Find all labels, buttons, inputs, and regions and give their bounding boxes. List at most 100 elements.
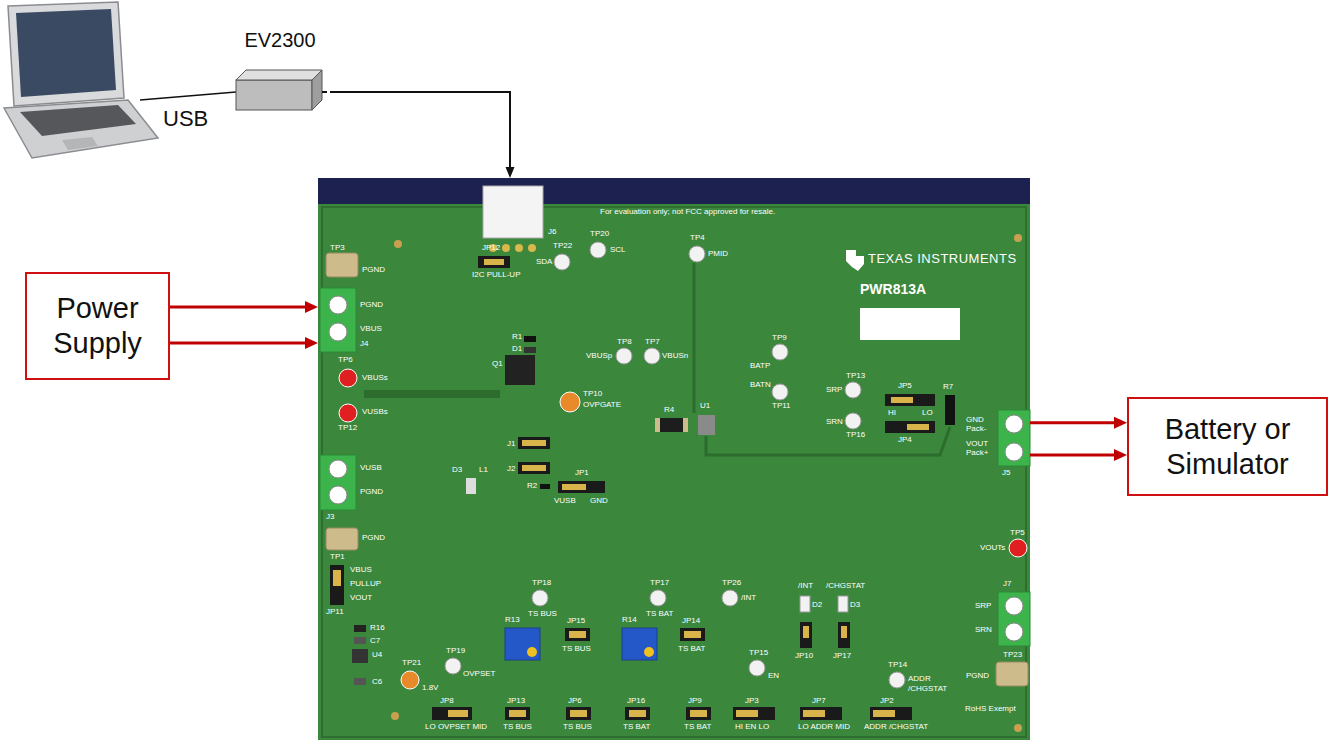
silkscreen-label: SRN: [826, 418, 843, 426]
silkscreen-label: C6: [372, 678, 382, 686]
connector-line: [330, 92, 510, 167]
silkscreen-label: J5: [1002, 469, 1010, 477]
silkscreen-label: TP18: [532, 579, 551, 587]
silkscreen-label: TP21: [402, 659, 421, 667]
silkscreen-label: TP7: [645, 338, 660, 346]
silkscreen-label: U1: [700, 402, 710, 410]
silkscreen-label: TP16: [846, 431, 865, 439]
silkscreen-label: JP15: [567, 617, 585, 625]
silkscreen-label: VUSB: [554, 497, 576, 505]
silkscreen-label: TP12: [338, 424, 357, 432]
adapter-box: EV2300: [230, 26, 330, 118]
silkscreen-label: R14: [622, 616, 637, 624]
silkscreen-label: D3: [452, 466, 462, 474]
box-label: Battery or Simulator: [1133, 412, 1322, 482]
box-label: EV2300: [230, 28, 330, 52]
silkscreen-label: SCL: [610, 246, 626, 254]
silkscreen-label: TP6: [338, 356, 353, 364]
silkscreen-label: Pack+: [966, 449, 988, 457]
silkscreen-label: TS BAT: [623, 723, 650, 731]
silkscreen-label: LO: [922, 409, 933, 417]
arrow-head: [1114, 417, 1127, 429]
arrow-head: [305, 337, 318, 349]
silkscreen-label: TP1: [330, 553, 345, 561]
silkscreen-label: LO OVPSET MID: [425, 723, 487, 731]
silkscreen-label: JP14: [682, 617, 700, 625]
silkscreen-label: JP2: [880, 697, 894, 705]
silkscreen-label: TP19: [446, 647, 465, 655]
silkscreen-label: JP1: [575, 469, 589, 477]
connector-arrow: [1030, 449, 1127, 461]
silkscreen-label: VBUSn: [662, 352, 688, 360]
silkscreen-label: OVPSET: [463, 670, 495, 678]
connector-line: [170, 341, 305, 344]
silkscreen-label: JP12: [482, 244, 500, 252]
silkscreen-label: PGND: [966, 672, 989, 680]
silkscreen-label: R7: [943, 383, 953, 391]
silkscreen-label: TP4: [690, 234, 705, 242]
silkscreen-label: R2: [527, 482, 537, 490]
silkscreen-label: TS BAT: [646, 610, 673, 618]
silkscreen-label: OVPGATE: [583, 401, 621, 409]
usb-cable: [140, 92, 236, 100]
silkscreen-label: Q1: [492, 360, 503, 368]
silkscreen-label: JP16: [627, 697, 645, 705]
silkscreen-label: /CHGSTAT: [826, 582, 865, 590]
silkscreen-label: D2: [812, 601, 822, 609]
connector-arrow: [170, 337, 318, 349]
silkscreen-label: PMID: [708, 250, 728, 258]
silkscreen-label: VOUT: [966, 440, 988, 448]
adapter-illustration: [236, 70, 327, 110]
silkscreen-label: TS BAT: [684, 723, 711, 731]
silkscreen-label: JP17: [833, 652, 851, 660]
silkscreen-label: VOUT: [350, 594, 372, 602]
silkscreen-label: JP6: [568, 697, 582, 705]
silkscreen-label: ADDR: [908, 675, 931, 683]
silkscreen-label: TP17: [650, 579, 669, 587]
silkscreen-label: Pack-: [966, 425, 986, 433]
silkscreen-label: GND: [966, 416, 984, 424]
silkscreen-label: JP7: [812, 697, 826, 705]
silkscreen-label: HI EN LO: [735, 723, 769, 731]
silkscreen-label: VBUS: [360, 325, 382, 333]
silkscreen-label: J2: [507, 465, 515, 473]
silkscreen-label: PGND: [360, 488, 383, 496]
connector-arrow: [170, 301, 318, 313]
brand-name: TEXAS INSTRUMENTS: [868, 252, 1017, 265]
silkscreen-label: HI: [888, 409, 896, 417]
silkscreen-label: C7: [370, 637, 380, 645]
silkscreen-label: TP20: [590, 230, 609, 238]
silkscreen-label: J6: [548, 228, 556, 236]
silkscreen-label: L1: [479, 466, 488, 474]
silkscreen-label: J1: [507, 440, 515, 448]
box-label: Power Supply: [31, 291, 164, 361]
silkscreen-label: TP26: [722, 579, 741, 587]
silkscreen-label: R16: [370, 624, 385, 632]
silkscreen-label: TP22: [553, 242, 572, 250]
silkscreen-label: PULLUP: [350, 580, 381, 588]
silkscreen-label: TP5: [1010, 529, 1025, 537]
silkscreen-label: SRP: [826, 386, 842, 394]
interface-label: USB: [163, 108, 208, 130]
warning-note: For evaluation only; not FCC approved fo…: [600, 208, 775, 216]
silkscreen-label: SDA: [536, 258, 552, 266]
silkscreen-label: I2C PULL-UP: [472, 271, 520, 279]
arrow-head: [1114, 449, 1127, 461]
silkscreen-label: TS BUS: [562, 645, 591, 653]
silkscreen-label: VBUS: [350, 566, 372, 574]
silkscreen-label: PGND: [360, 301, 383, 309]
arrow-head: [506, 167, 515, 178]
connector-line: [1030, 454, 1114, 457]
silkscreen-label: TP10: [583, 390, 602, 398]
silkscreen-label: TS BUS: [503, 723, 532, 731]
silkscreen-label: BATP: [750, 362, 770, 370]
silkscreen-label: PGND: [362, 534, 385, 542]
silkscreen-label: TP14: [888, 661, 907, 669]
silkscreen-label: GND: [590, 497, 608, 505]
silkscreen-label: RoHS Exempt: [965, 705, 1016, 713]
silkscreen-label: /INT: [741, 594, 756, 602]
silkscreen-label: D1: [512, 345, 522, 353]
silkscreen-label: /CHGSTAT: [908, 685, 947, 693]
board-illustration: [318, 178, 1030, 740]
